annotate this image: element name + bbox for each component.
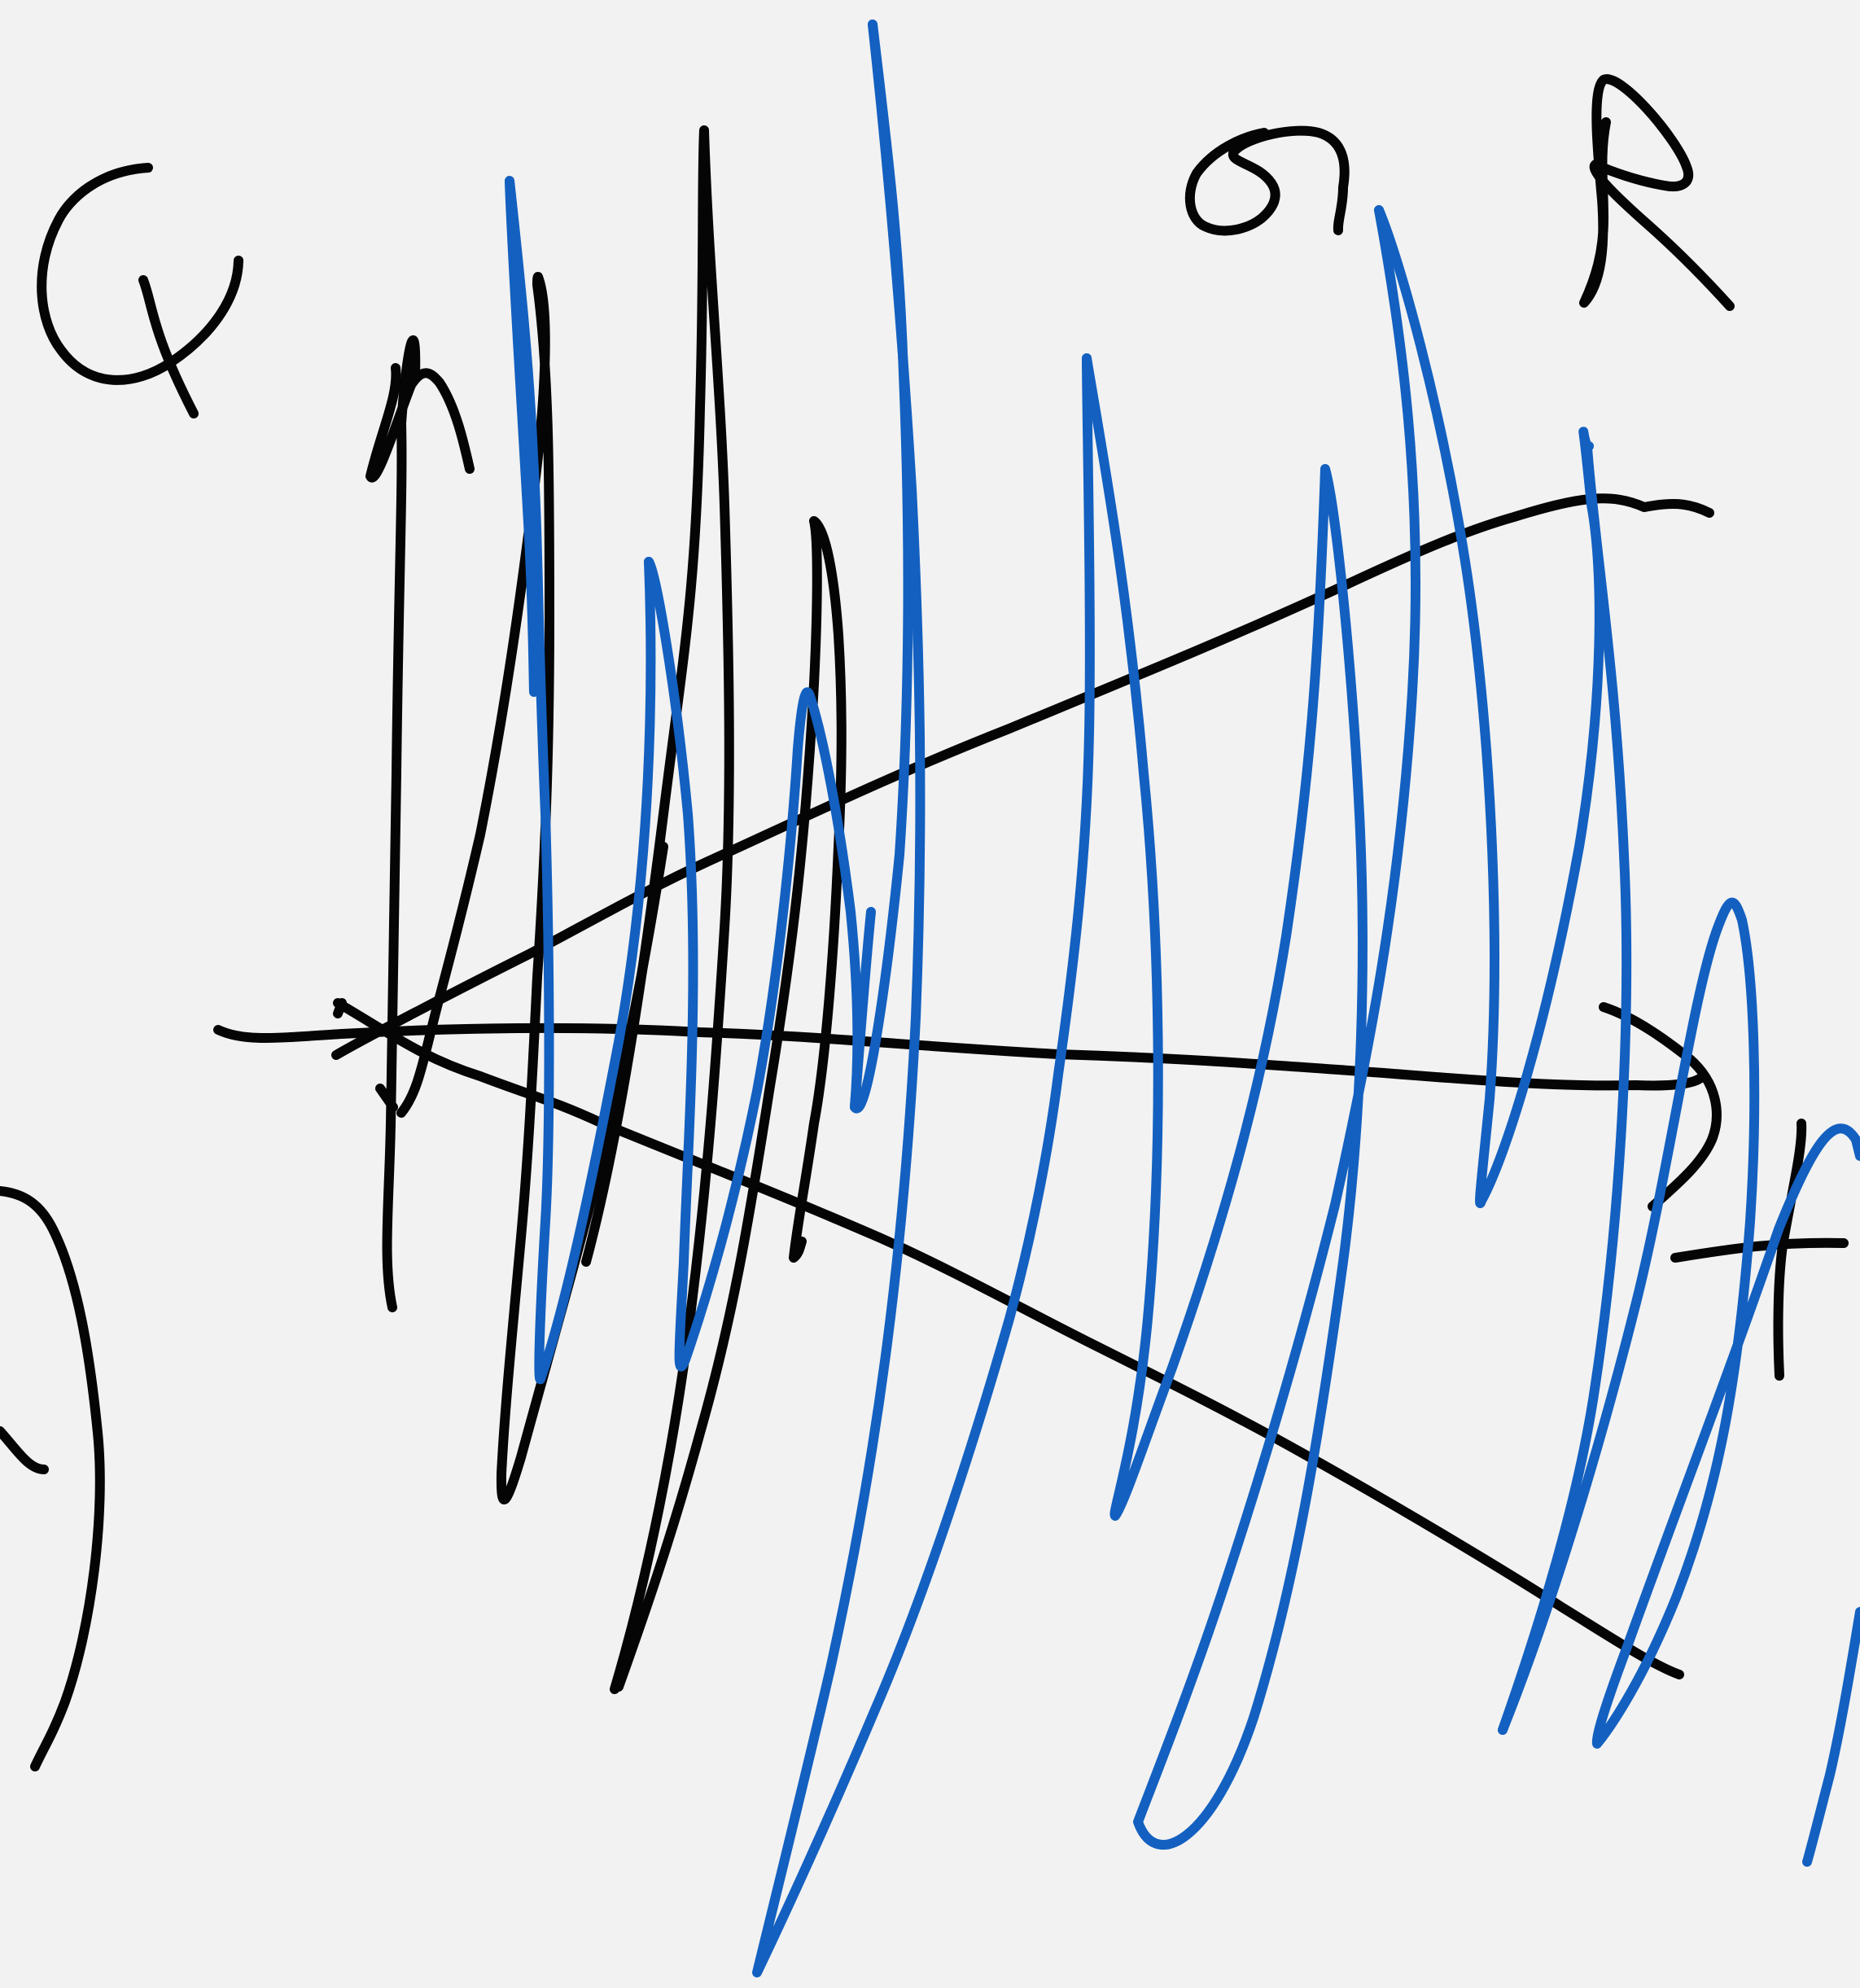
blue-oscillation-7 xyxy=(1498,443,1632,1735)
origin-cross xyxy=(333,998,398,1112)
right-arrowhead xyxy=(1599,1002,1722,1211)
left-edge-curve xyxy=(0,1186,105,1771)
blue-oscillation-2 xyxy=(505,177,539,697)
blue-oscillation-8 xyxy=(1498,897,1860,1867)
phi-symbol xyxy=(37,163,243,418)
r-symbol xyxy=(1579,74,1735,311)
black-oscillation-2 xyxy=(581,125,734,1694)
sigma-symbol xyxy=(1184,125,1350,236)
black-oscillation-3 xyxy=(614,516,847,1692)
blue-oscillation-3 xyxy=(644,557,863,1372)
blue-oscillation-5 xyxy=(1082,205,1420,1850)
horizontal-axis xyxy=(213,1022,1705,1091)
lower-diagonal-ray xyxy=(333,998,1684,1679)
vertical-axis-arrow xyxy=(382,335,421,1312)
blue-oscillation-4 xyxy=(752,20,1095,1977)
blue-oscillation-1 xyxy=(505,176,656,1385)
